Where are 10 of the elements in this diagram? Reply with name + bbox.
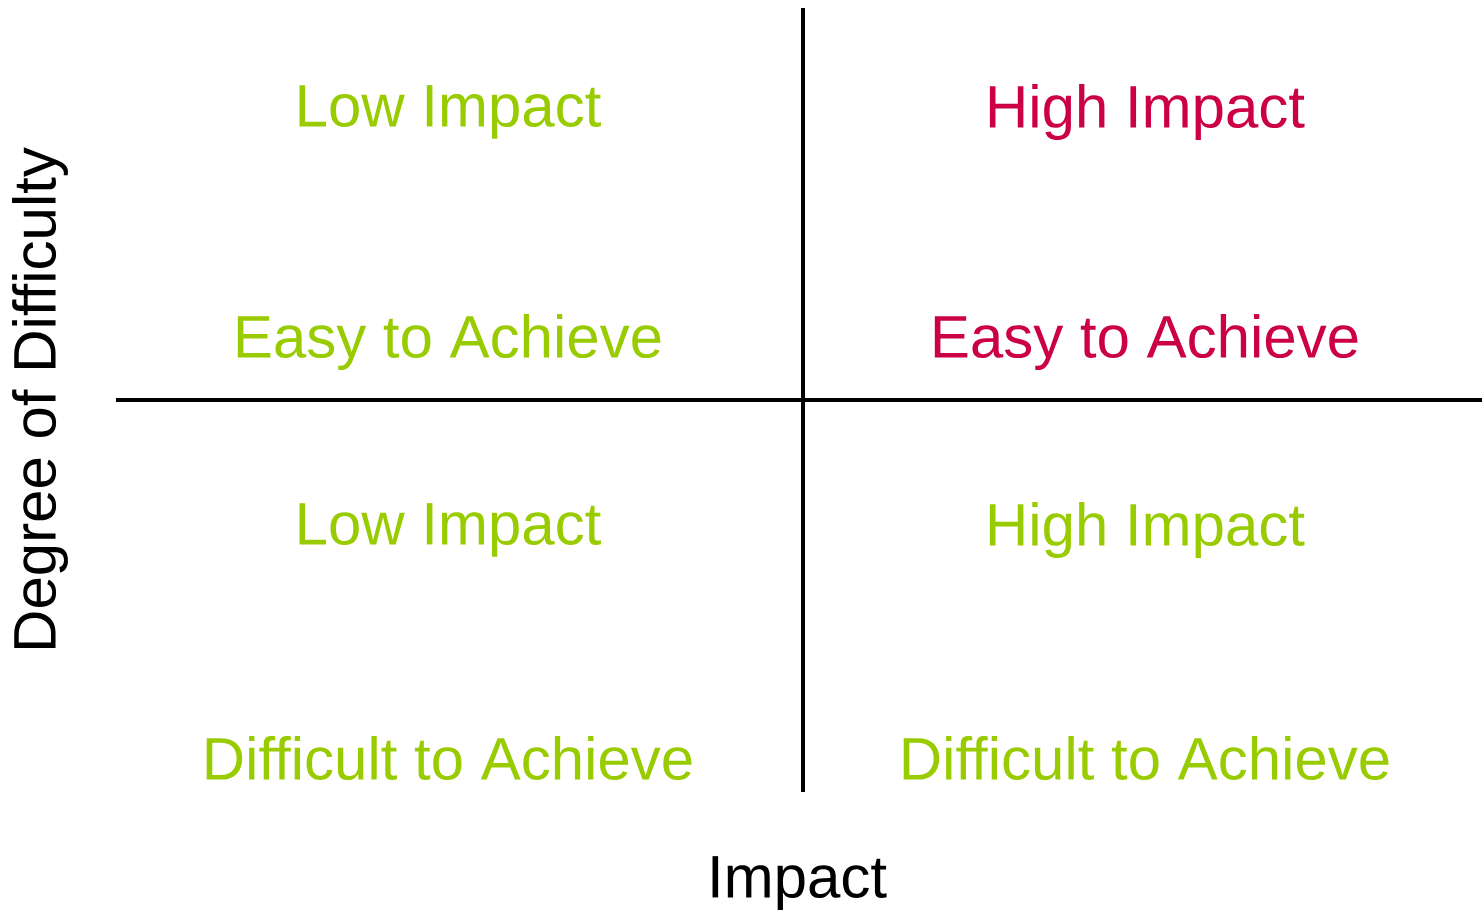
quadrant-label: High Impact [989, 502, 1305, 558]
quadrant-label: High Impact [989, 84, 1305, 140]
quadrant-label: Easy to Achieve [934, 314, 1358, 370]
quadrant-label: Low Impact [299, 503, 601, 557]
quadrant-label: Difficult to Achieve [903, 736, 1389, 781]
quadrant-label: Difficult to Achieve [206, 736, 692, 781]
axis-title: Impact [712, 856, 887, 910]
quadrant-label: Low Impact [299, 85, 601, 139]
quadrant-label: Easy to Achieve [237, 314, 661, 370]
axis-title: Degree of Difficulty [12, 147, 68, 648]
